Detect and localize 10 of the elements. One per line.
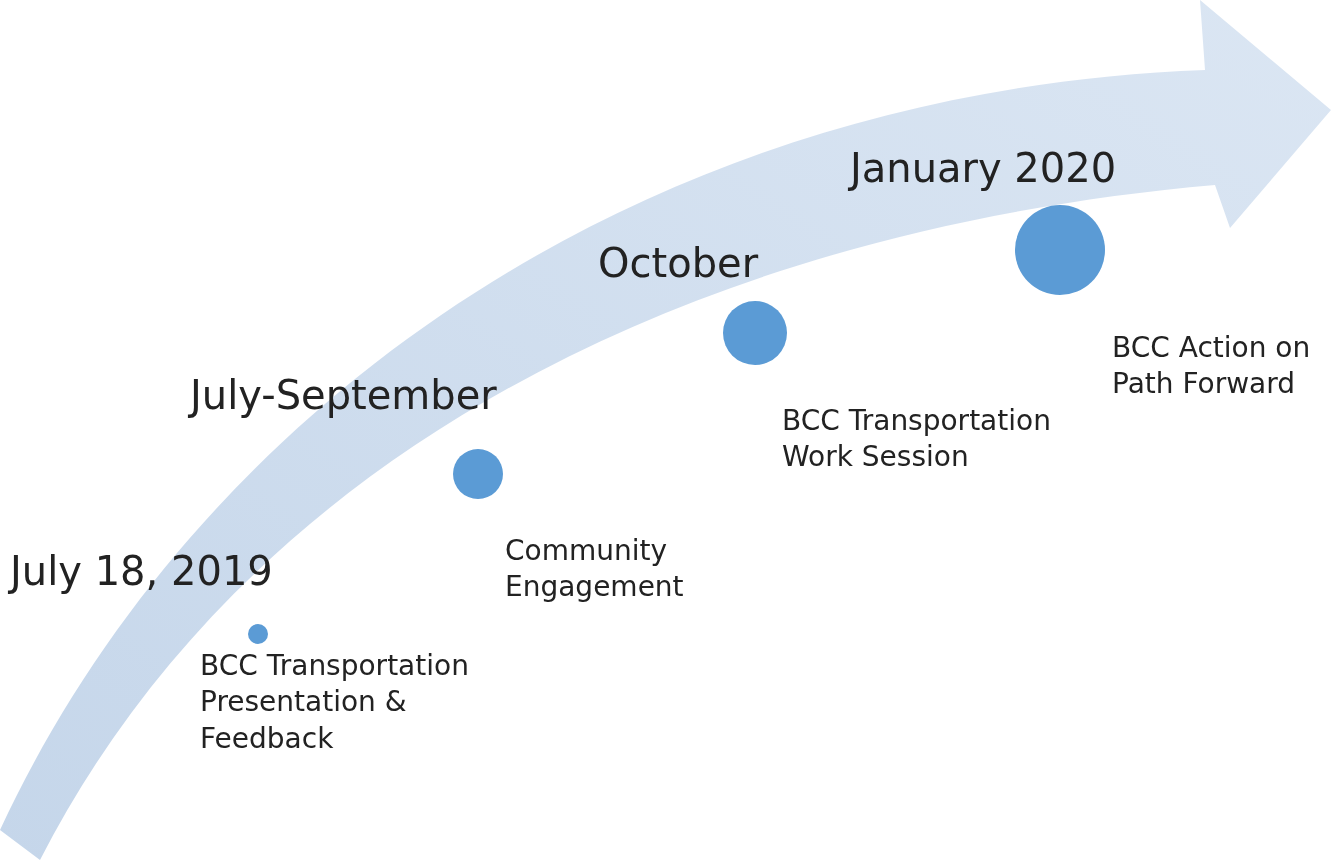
milestone-dot (248, 624, 268, 644)
date-label: October (598, 240, 759, 286)
milestone-description: BCC Action on Path Forward (1112, 330, 1312, 403)
date-label: January 2020 (850, 145, 1117, 191)
milestone-dot (453, 449, 503, 499)
date-label: July 18, 2019 (10, 548, 273, 594)
milestone-description: BCC Transportation Work Session (782, 403, 1052, 476)
milestone-description: BCC Transportation Presentation & Feedback (200, 648, 470, 757)
date-label: July-September (190, 372, 497, 418)
milestone-description: Community Engagement (505, 533, 685, 606)
